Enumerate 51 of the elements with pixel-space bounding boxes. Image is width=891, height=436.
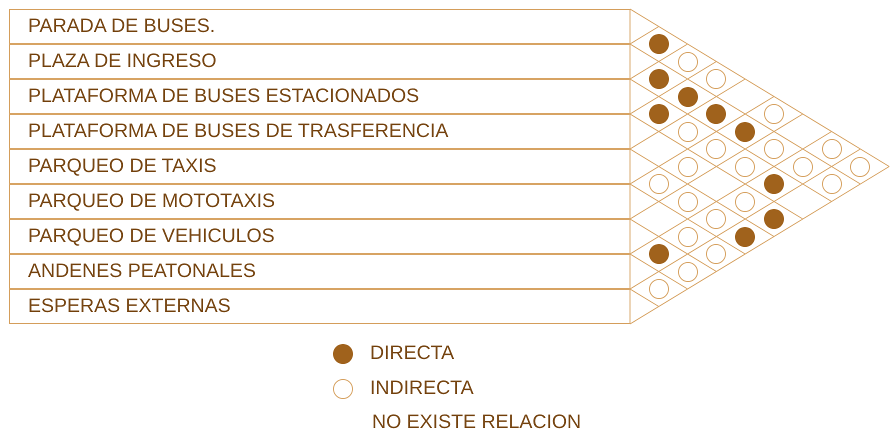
direct-relation-dot — [764, 209, 784, 229]
activity-row — [9, 9, 630, 44]
indirect-relation-circle — [822, 139, 842, 159]
legend-label: NO EXISTE RELACION — [372, 411, 582, 434]
activity-row — [9, 289, 630, 324]
indirect-relation-circle — [678, 262, 698, 282]
activity-row — [9, 184, 630, 219]
indirect-relation-circle — [706, 244, 726, 264]
activity-label: PARQUEO DE MOTOTAXIS — [28, 190, 276, 213]
indirect-relation-circle — [735, 192, 756, 212]
indirect-relation-circle — [764, 139, 784, 159]
activity-row — [9, 114, 630, 149]
activity-row — [9, 79, 630, 114]
direct-relation-dot — [648, 69, 669, 89]
direct-relation-dot — [678, 86, 698, 106]
indirect-relation-circle — [678, 52, 698, 72]
indirect-relation-circle — [735, 156, 756, 176]
indirect-relation-circle — [678, 192, 698, 212]
direct-relation-dot — [706, 104, 726, 124]
activity-label: PLAZA DE INGRESO — [28, 50, 217, 73]
activity-row — [9, 254, 630, 289]
indirect-relation-circle — [706, 139, 726, 159]
activity-label: PARQUEO DE TAXIS — [28, 155, 217, 178]
activity-row — [9, 219, 630, 254]
indirect-relation-circle — [822, 174, 842, 194]
legend-label: INDIRECTA — [370, 377, 474, 400]
indirect-relation-circle — [678, 226, 698, 246]
indirect-relation-circle — [792, 156, 813, 176]
activity-row — [9, 44, 630, 79]
direct-relation-dot — [648, 34, 669, 54]
direct-relation-dot — [764, 174, 784, 194]
indirect-relation-circle — [648, 279, 669, 299]
indirect-relation-circle — [850, 156, 870, 176]
legend-label: DIRECTA — [370, 342, 454, 365]
direct-relation-dot — [735, 122, 756, 142]
indirect-relation-circle — [678, 122, 698, 142]
direct-relation-dot — [648, 244, 669, 264]
indirect-relation-circle — [706, 69, 726, 89]
direct-relation-dot — [735, 226, 756, 246]
indirect-relation-circle — [678, 156, 698, 176]
direct-relation-dot — [648, 104, 669, 124]
activity-label: ANDENES PEATONALES — [28, 260, 256, 283]
activity-label: PLATAFORMA DE BUSES DE TRASFERENCIA — [28, 120, 448, 143]
activity-row — [9, 149, 630, 184]
activity-label: PLATAFORMA DE BUSES ESTACIONADOS — [28, 85, 420, 108]
indirect-relation-circle — [706, 209, 726, 229]
activity-label: ESPERAS EXTERNAS — [28, 295, 231, 318]
indirect-relation-circle — [764, 104, 784, 124]
activity-label: PARQUEO DE VEHICULOS — [28, 225, 275, 248]
indirect-relation-circle — [648, 174, 669, 194]
activity-label: PARADA DE BUSES. — [28, 15, 216, 38]
